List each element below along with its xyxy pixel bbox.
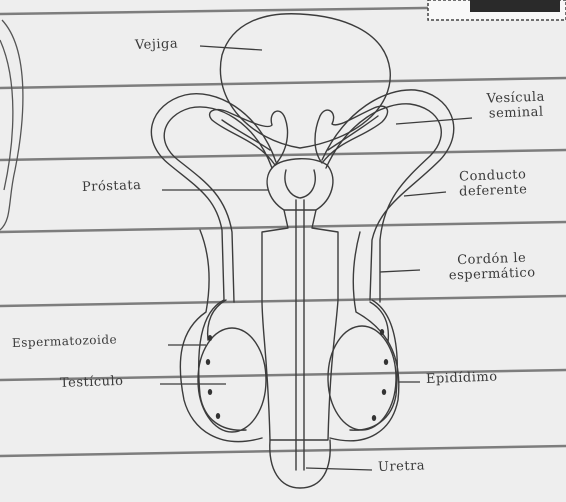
label-epididimo: Epidídimo bbox=[426, 370, 498, 387]
rule-line bbox=[0, 296, 566, 306]
leader-uretra bbox=[306, 468, 372, 470]
cord-right bbox=[370, 302, 388, 342]
sperm-dot bbox=[380, 329, 384, 335]
label-prostata: Próstata bbox=[82, 178, 142, 195]
glans bbox=[270, 440, 330, 488]
leader-conducto bbox=[404, 192, 446, 196]
stamp-corner bbox=[428, 0, 566, 20]
epididymis-right bbox=[350, 300, 397, 430]
sperm-dot bbox=[208, 335, 212, 341]
penis-shaft bbox=[262, 210, 338, 440]
sperm-dot bbox=[382, 389, 386, 395]
label-conducto-line2: deferente bbox=[448, 182, 538, 200]
sperm-dot bbox=[384, 359, 388, 365]
epididymis-left bbox=[199, 300, 246, 430]
sperm-dot bbox=[206, 359, 210, 365]
label-vesicula-line1: Vesícula bbox=[475, 89, 555, 107]
label-vesicula-line2: seminal bbox=[476, 104, 556, 122]
leader-vejiga bbox=[200, 46, 262, 50]
prostate-outline bbox=[267, 159, 333, 210]
rule-line bbox=[0, 78, 566, 88]
sperm-dot bbox=[372, 415, 376, 421]
label-uretra: Uretra bbox=[378, 458, 426, 475]
label-vejiga: Vejiga bbox=[135, 36, 179, 52]
left-edge-curve bbox=[0, 40, 13, 190]
label-vesicula-seminal: Vesícula seminal bbox=[475, 89, 556, 122]
label-cordon-espermatico: Cordón le espermático bbox=[431, 250, 552, 284]
testis-left bbox=[198, 328, 266, 432]
sperm-dot bbox=[208, 389, 212, 395]
seminal-vesicle-right-inner bbox=[328, 116, 378, 150]
left-edge-curve bbox=[0, 20, 23, 230]
rule-line bbox=[0, 446, 566, 456]
testis-right bbox=[328, 326, 396, 430]
leader-vesicula bbox=[396, 118, 472, 124]
vas-deferens-left-inner bbox=[164, 107, 272, 302]
leader-lines bbox=[160, 46, 472, 470]
prostate-inner bbox=[285, 170, 315, 198]
leader-cordon bbox=[380, 270, 420, 272]
label-conducto-deferente: Conducto deferente bbox=[447, 167, 538, 200]
rule-line bbox=[0, 222, 566, 232]
sperm-dot bbox=[216, 413, 220, 419]
label-testiculo: Testículo bbox=[60, 374, 124, 391]
